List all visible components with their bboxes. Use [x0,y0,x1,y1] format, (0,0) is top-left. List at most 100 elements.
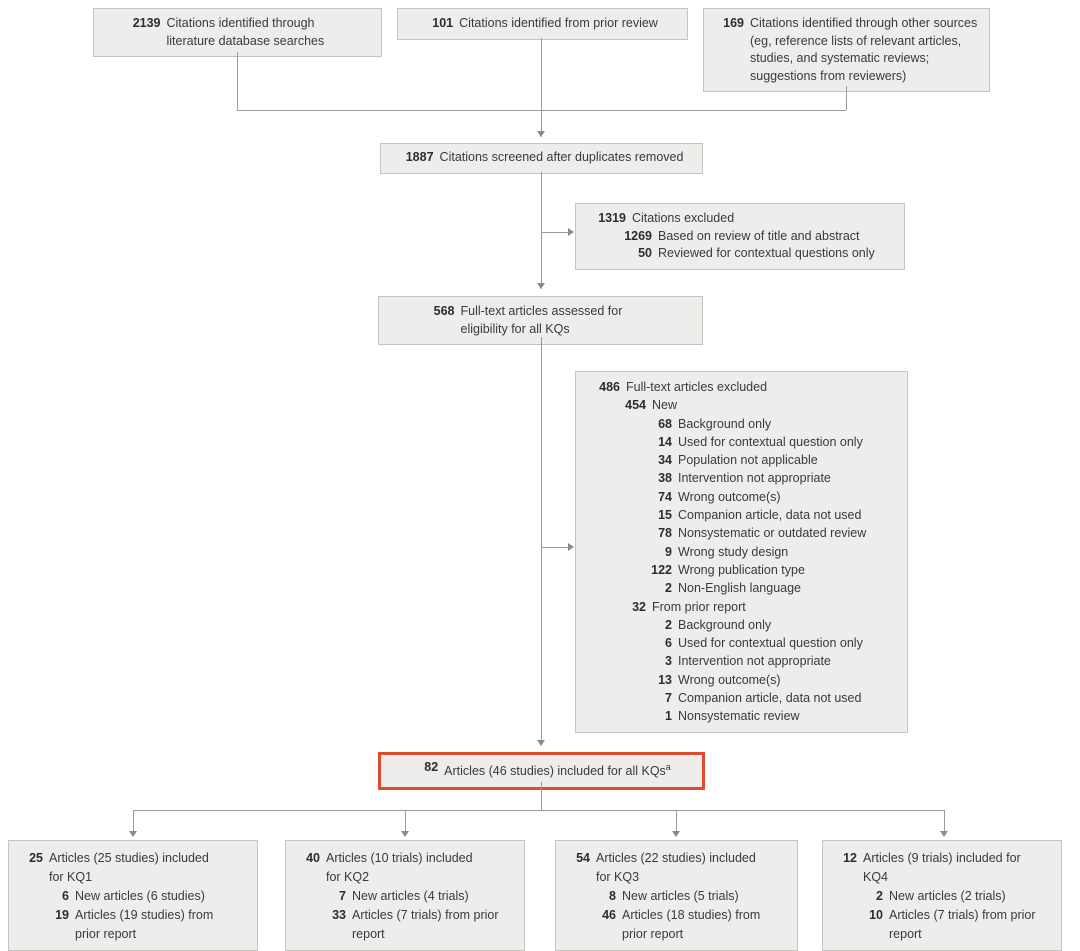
flow-label: Used for contextual question only [678,636,863,651]
count: 74 [658,489,672,504]
box-other-sources: 169 Citations identified through other s… [703,8,990,92]
count: 169 [723,16,744,30]
exclusion-reason-line: 50 Reviewed for contextual questions onl… [586,245,896,263]
connector-line [133,810,945,811]
exclusion-reason-line: 454 New [586,396,899,414]
kq-line: 12 Articles (9 trials) included for KQ4 [831,849,1053,887]
box-kq4: 12 Articles (9 trials) included for KQ4 … [822,840,1062,951]
flow-label: Background only [678,416,772,431]
flow-label: Articles (46 studies) included for all K… [444,759,671,781]
kq-line: 10 Articles (7 trials) from prior report [831,906,1053,944]
connector-line [133,810,134,832]
box-kq1: 25 Articles (25 studies) included for KQ… [8,840,258,951]
connector-line [541,337,542,745]
count: 25 [29,851,43,865]
flow-label: Reviewed for contextual questions only [658,246,875,260]
count: 1319 [598,211,626,225]
kq-line: 8 New articles (5 trials) [564,887,789,906]
count: 9 [665,544,672,559]
exclusion-reason-line: 2 Background only [586,616,899,634]
flow-label: New articles (5 trials) [622,889,739,903]
exclusion-reason-line: 7 Companion article, data not used [586,689,899,707]
flow-label: Based on review of title and abstract [658,228,860,243]
connector-line [541,172,542,289]
exclusion-reason-line: 78 Nonsystematic or outdated review [586,524,899,542]
box-kq3: 54 Articles (22 studies) included for KQ… [555,840,798,951]
exclusion-reason-line: 32 From prior report [586,598,899,616]
count: 7 [339,889,346,903]
flow-line: 568 Full-text articles assessed for elig… [421,303,661,338]
flow-label: Population not applicable [678,453,818,468]
connector-line [541,547,568,548]
arrowhead-down [129,831,137,837]
count: 78 [658,526,672,541]
flow-label: Articles (19 studies) from prior report [75,908,214,941]
box-fulltext-excluded: 486 Full-text articles excluded 454 New … [575,371,908,733]
count: 15 [658,508,672,523]
count: 122 [651,562,672,577]
flow-label: Articles (9 trials) included for KQ4 [863,851,1021,884]
count: 54 [576,851,590,865]
exclusion-reason-line: 34 Population not applicable [586,451,899,469]
arrowhead-right [568,543,574,551]
exclusion-reason-line: 1269 Based on review of title and abstra… [586,228,896,246]
count: 2 [665,581,672,596]
count: 8 [609,889,616,903]
connector-line [846,86,847,110]
flow-label: Wrong study design [678,544,789,559]
count: 454 [625,398,646,413]
exclusion-reason-line: 13 Wrong outcome(s) [586,671,899,689]
flow-label: Used for contextual question only [678,434,863,449]
count: 82 [424,760,439,774]
flow-label: Wrong outcome(s) [678,489,781,504]
flow-label: From prior report [652,599,746,614]
count: 68 [658,416,672,431]
flow-label: Full-text articles assessed for eligibil… [460,304,623,336]
kq-line: 19 Articles (19 studies) from prior repo… [17,906,249,944]
flow-line: 82 Articles (46 studies) included for al… [412,759,671,781]
kq-line: 33 Articles (7 trials) from prior report [294,906,516,944]
connector-line [541,232,568,233]
arrowhead-down [537,283,545,289]
flow-label: Citations identified through other sourc… [750,16,978,83]
arrowhead-down [537,131,545,137]
count: 2 [876,889,883,903]
flow-label: Articles (25 studies) included for KQ1 [49,851,209,884]
flow-line: 169 Citations identified through other s… [718,15,981,85]
exclusion-reason-line: 38 Intervention not appropriate [586,469,899,487]
count: 7 [665,691,672,706]
flow-label: Wrong outcome(s) [678,672,781,687]
arrowhead-down [537,740,545,746]
exclusion-reason-line: 15 Companion article, data not used [586,506,899,524]
arrowhead-down [940,831,948,837]
flow-label: Citations screened after duplicates remo… [439,150,684,164]
box-fulltext-assessed: 568 Full-text articles assessed for elig… [378,296,703,345]
count: 6 [62,889,69,903]
exclusion-reason-line: 68 Background only [586,415,899,433]
connector-line [237,52,238,110]
flow-label: Citations excluded [632,211,735,225]
flow-line: 1887 Citations screened after duplicates… [400,149,684,167]
connector-line [405,810,406,832]
count: 568 [433,304,455,318]
exclusion-reason-line: 486 Full-text articles excluded [586,378,899,396]
count: 34 [658,453,672,468]
exclusion-reason-line: 3 Intervention not appropriate [586,652,899,670]
exclusion-reason-line: 6 Used for contextual question only [586,634,899,652]
flow-label: Background only [678,617,772,632]
connector-line [541,782,542,810]
connector-line [944,810,945,832]
count: 33 [332,908,346,922]
flow-label: New articles (6 studies) [75,889,205,903]
box-prior-review: 101 Citations identified from prior revi… [397,8,688,40]
flow-label: Intervention not appropriate [678,471,831,486]
count: 1887 [405,150,434,164]
kq-line: 6 New articles (6 studies) [17,887,249,906]
exclusion-reason-line: 1 Nonsystematic review [586,707,899,725]
exclusion-reason-line: 14 Used for contextual question only [586,433,899,451]
kq-line: 2 New articles (2 trials) [831,887,1053,906]
flow-label: Non-English language [678,581,802,596]
flow-label: Articles (10 trials) included for KQ2 [326,851,473,884]
count: 10 [869,908,883,922]
exclusion-reason-line: 2 Non-English language [586,579,899,597]
